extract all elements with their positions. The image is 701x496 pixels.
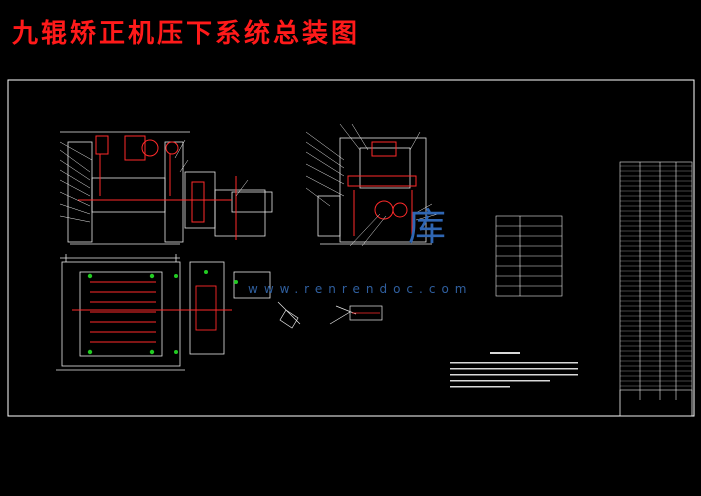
parts-list-table (495, 215, 563, 297)
bill-of-materials (619, 161, 693, 417)
side-view-leaders (305, 123, 439, 247)
detail-view-b (329, 305, 383, 325)
plan-view-green-marks (87, 270, 238, 355)
watermark-url: www.renrendoc.com (248, 282, 473, 296)
front-view-red (78, 135, 237, 240)
front-view (60, 131, 273, 262)
page-title: 九辊矫正机压下系统总装图 (12, 19, 361, 49)
plan-view (56, 261, 271, 371)
drawing-frame (7, 79, 695, 417)
front-view-leaders (59, 139, 249, 223)
bom-rows (620, 165, 692, 387)
plan-view-red (72, 281, 232, 343)
watermark-logo: 库 (408, 205, 447, 249)
technical-requirements (450, 352, 578, 388)
side-view-red (347, 141, 417, 236)
detail-view-a (277, 301, 301, 329)
side-view (317, 137, 432, 245)
